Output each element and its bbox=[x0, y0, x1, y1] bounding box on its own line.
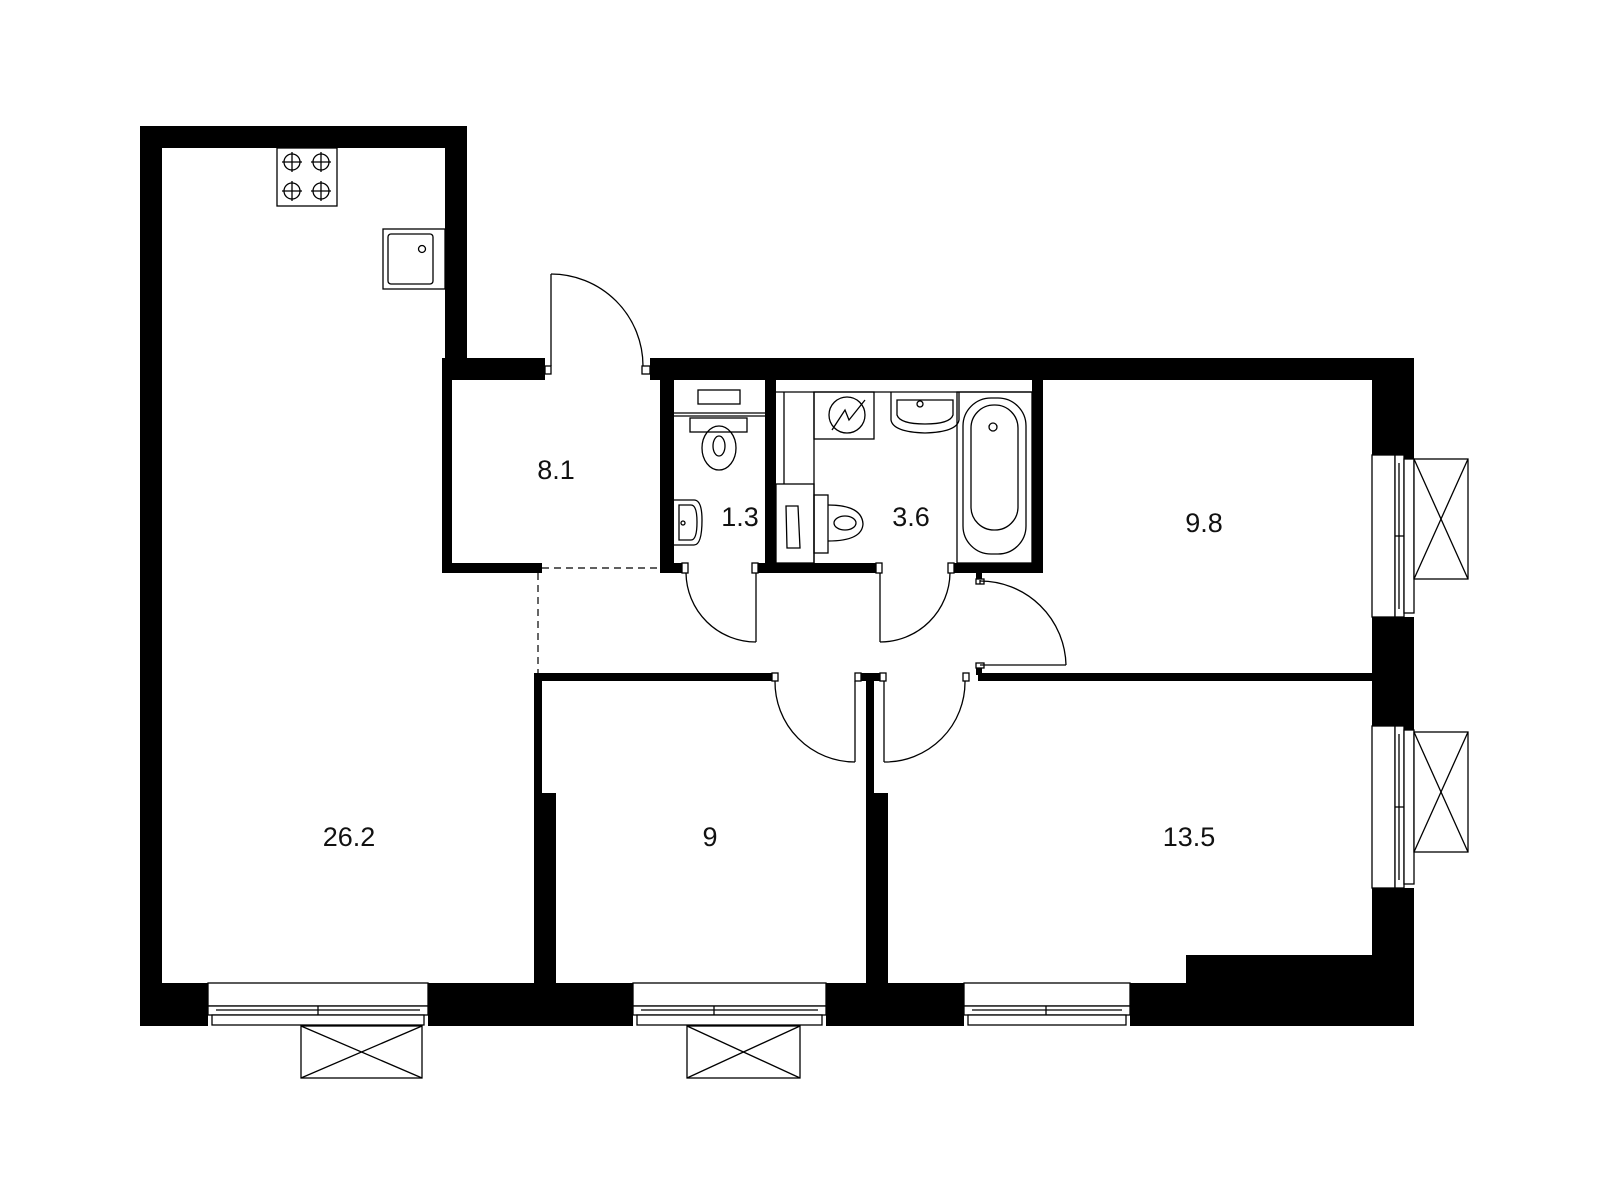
bedroom-east-door[interactable] bbox=[975, 578, 1067, 669]
wall-kitchen-east bbox=[445, 126, 467, 366]
room-area-kitchen-living: 26.2 bbox=[323, 822, 376, 852]
room-area-bedroom-east: 9.8 bbox=[1185, 508, 1223, 538]
open-passage bbox=[537, 567, 660, 673]
bathtub-icon bbox=[956, 391, 1033, 564]
washing-machine-icon bbox=[813, 391, 875, 440]
wall-toilet-south-right bbox=[758, 563, 778, 573]
wall-divider-cap bbox=[860, 673, 880, 681]
entrance-door[interactable] bbox=[544, 273, 651, 375]
walls bbox=[140, 126, 1414, 1026]
wc-wash-basin-icon bbox=[674, 499, 703, 546]
wall-bedroom9-north bbox=[534, 673, 772, 681]
room-area-bedroom-southeast: 13.5 bbox=[1163, 822, 1216, 852]
doors bbox=[544, 273, 1067, 763]
bedroom-southeast-door[interactable] bbox=[879, 672, 970, 763]
wall-bedroom135-north bbox=[978, 673, 1372, 681]
bathroom-sink-icon bbox=[890, 392, 960, 434]
wall-east-upper bbox=[1372, 358, 1414, 463]
room-area-bathroom: 3.6 bbox=[892, 502, 930, 532]
wall-hall-south bbox=[442, 563, 542, 573]
room-area-hallway: 8.1 bbox=[537, 455, 575, 485]
room-area-toilet: 1.3 bbox=[721, 502, 759, 532]
wc-cistern-icon bbox=[674, 389, 765, 417]
ac-unit-bedroom-south bbox=[686, 1025, 801, 1079]
window-bedroom-east bbox=[1371, 454, 1415, 618]
wc-toilet-icon bbox=[689, 417, 748, 471]
bathroom-door[interactable] bbox=[875, 562, 955, 643]
ac-unit-bedroom-southeast bbox=[1413, 731, 1469, 853]
wall-bedroom98-stub bbox=[976, 665, 982, 675]
windows bbox=[207, 454, 1415, 1026]
wall-toilet-west bbox=[660, 380, 674, 572]
stove-icon bbox=[276, 147, 338, 207]
wall-west bbox=[140, 126, 162, 1026]
room-area-bedroom-south: 9 bbox=[702, 822, 717, 852]
wall-bath-stub bbox=[976, 573, 982, 579]
wall-south-3 bbox=[826, 983, 964, 1026]
kitchen-sink-icon bbox=[382, 228, 446, 290]
ac-unit-bedroom-east bbox=[1413, 458, 1469, 580]
toilet-door[interactable] bbox=[681, 562, 759, 643]
wall-hall-west bbox=[442, 358, 452, 573]
wall-south-1 bbox=[140, 983, 208, 1026]
room-labels: 26.2 8.1 1.3 3.6 9.8 9 13.5 bbox=[323, 455, 1223, 852]
bathroom-toilet-icon bbox=[775, 483, 864, 564]
wall-toilet-south-left bbox=[660, 563, 682, 573]
wall-south-2 bbox=[428, 983, 633, 1026]
wall-north bbox=[650, 358, 1414, 380]
wall-bath-south-left bbox=[776, 563, 876, 573]
ac-unit-kitchen bbox=[300, 1025, 423, 1079]
window-bedroom-south bbox=[632, 982, 827, 1026]
wall-bath-south-right bbox=[954, 563, 1040, 573]
wall-southeast-step bbox=[1186, 955, 1414, 1026]
window-bedroom-southeast-east bbox=[1371, 725, 1415, 889]
wall-toilet-bath-divider bbox=[765, 380, 776, 572]
wall-hall-north-left bbox=[445, 358, 545, 380]
wall-bedroom-divider-thick bbox=[866, 793, 888, 983]
bedroom-south-door[interactable] bbox=[771, 672, 862, 763]
wall-kitchen-north bbox=[140, 126, 467, 148]
ac-units bbox=[300, 458, 1469, 1079]
window-bedroom-southeast bbox=[963, 982, 1131, 1026]
wall-east-mid bbox=[1372, 617, 1414, 732]
window-kitchen bbox=[207, 982, 429, 1026]
wall-bedroom9-west-thick bbox=[534, 793, 556, 983]
wall-bath-east bbox=[1032, 380, 1043, 573]
